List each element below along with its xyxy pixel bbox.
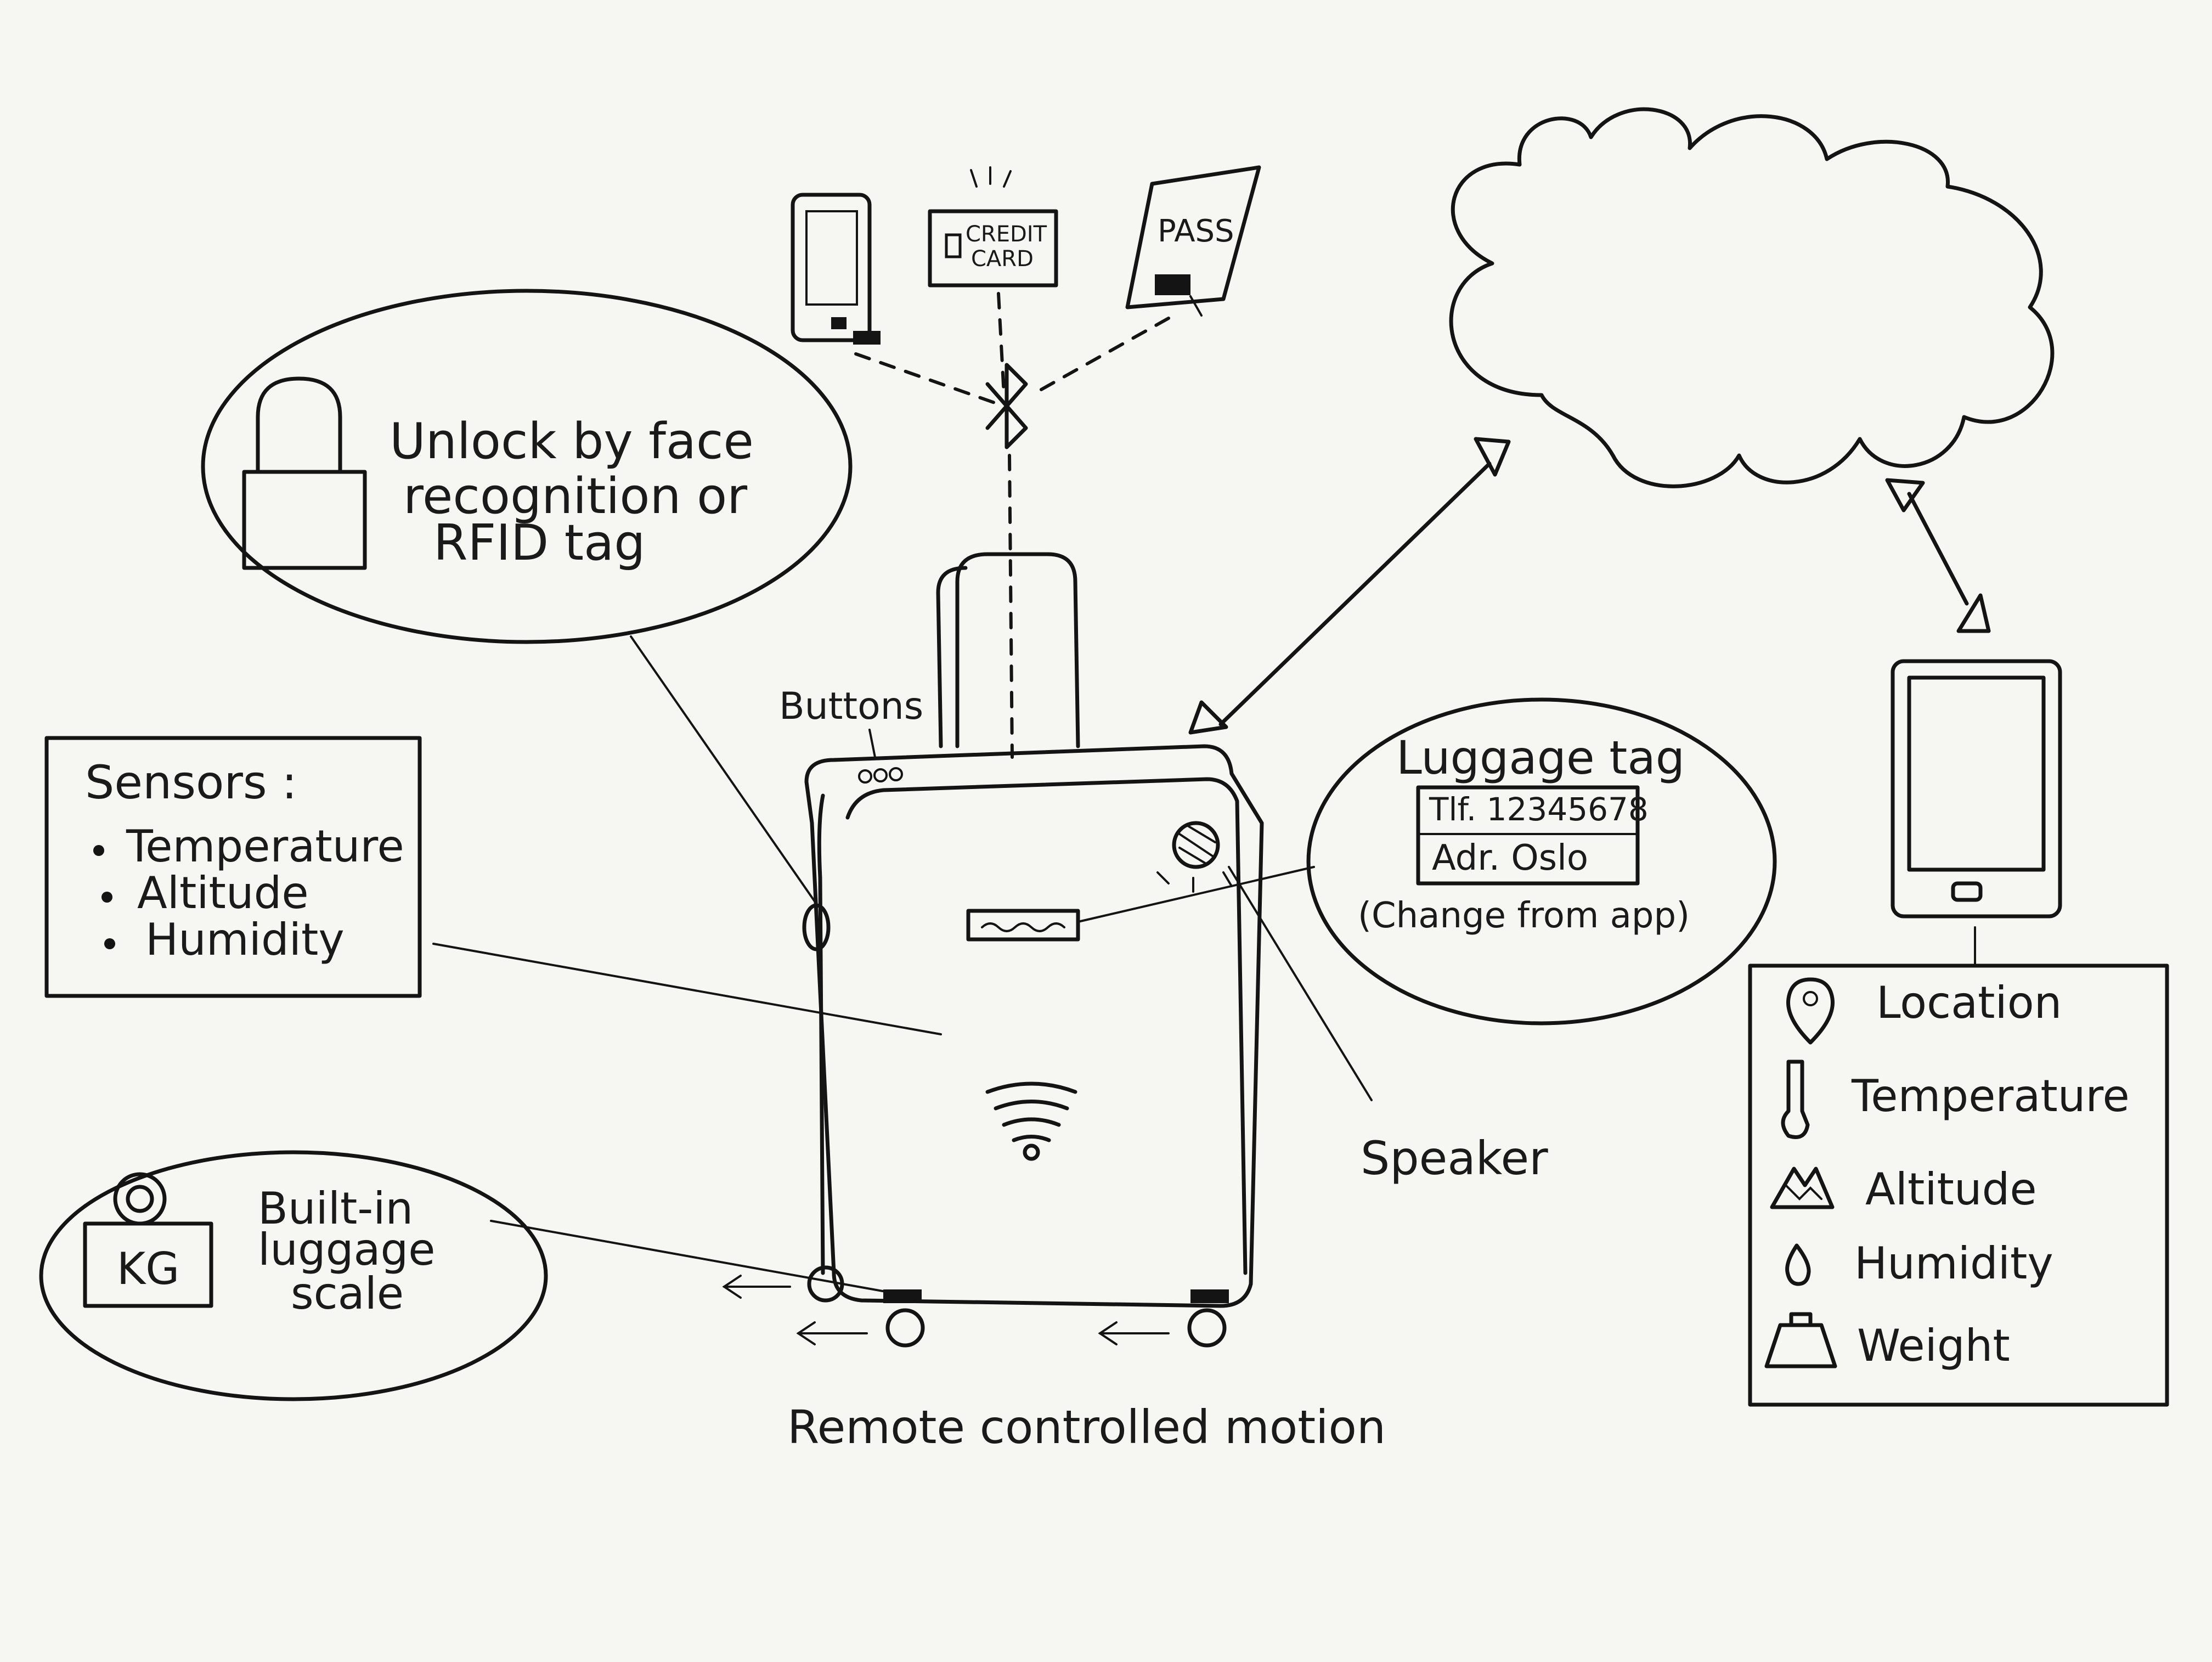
scale-text-line1: Built-in [258, 1183, 413, 1234]
thermometer-icon [1781, 1060, 1810, 1139]
phone-icon [791, 193, 881, 345]
scale-leader-line [490, 1220, 890, 1293]
luggage-tag-card [1416, 785, 1640, 886]
luggage-tag-bubble: Luggage tag Tlf. 12345678 Adr. Oslo (Cha… [1306, 697, 1777, 1026]
bluetooth-icon [985, 363, 1028, 449]
lock-text-line3: RFID tag [433, 514, 645, 572]
bullet-icon [104, 938, 115, 949]
sensor-item-temperature: Temperature [126, 821, 404, 872]
passport-icon: PASS [1125, 165, 1261, 317]
motion-arrow-icon [796, 1321, 868, 1345]
location-pin-icon [1786, 977, 1835, 1045]
luggage-tag-display [966, 909, 1080, 942]
button-icon [873, 768, 888, 782]
app-panel: Location Temperature Altitude Humidity W… [1748, 964, 2169, 1407]
cloud-suitcase-arrow [1188, 437, 1511, 735]
wheel-icon [1187, 1308, 1227, 1348]
weight-kg-icon [83, 1172, 213, 1308]
sensors-leader-line [432, 943, 942, 1035]
scale-bubble-outline [39, 1150, 548, 1401]
credit-card-line1: CREDIT [966, 222, 1047, 247]
speaker-label: Speaker [1361, 1131, 1548, 1185]
cloud-phone-arrow [1885, 478, 1991, 633]
credit-card-line2: CARD [971, 246, 1034, 272]
motion-arrow-icon [1098, 1321, 1170, 1345]
scale-text-line2: luggage [258, 1224, 436, 1275]
button-icon [889, 767, 903, 781]
pass-label: PASS [1158, 213, 1234, 249]
sensors-title: Sensors : [85, 756, 297, 809]
app-item-weight: Weight [1857, 1320, 2010, 1371]
app-item-altitude: Altitude [1865, 1164, 2037, 1215]
credit-card-icon: CREDIT CARD [928, 166, 1058, 288]
lock-leader-line [630, 635, 819, 906]
button-icon [858, 769, 872, 784]
phone-link-line [854, 352, 1006, 408]
kg-label: KG [117, 1243, 179, 1294]
card-link-line [997, 292, 1006, 397]
wifi-icon [985, 1081, 1077, 1161]
buttons-label: Buttons [779, 685, 923, 728]
luggage-tag-bubble-outline [1306, 697, 1777, 1026]
mountain-icon [1770, 1167, 1835, 1209]
wheel-icon [885, 1308, 925, 1348]
app-panel-outline [1748, 964, 2169, 1407]
app-phone-icon [1891, 659, 2062, 919]
speaker-leader-line [1228, 866, 1373, 1101]
luggage-tag-leader-line [1077, 866, 1315, 923]
sensor-item-humidity: Humidity [145, 914, 345, 965]
motion-arrow-icon [722, 1275, 791, 1299]
sensor-item-altitude: Altitude [137, 867, 309, 919]
motion-label: Remote controlled motion [787, 1400, 1386, 1454]
suitcase [802, 552, 1264, 1348]
padlock-icon [242, 376, 367, 570]
wheel-icon [807, 1265, 844, 1303]
sensors-box-outline [44, 736, 422, 998]
droplet-icon [1785, 1243, 1811, 1286]
app-item-location: Location [1876, 977, 2062, 1028]
speaker-icon [1172, 821, 1220, 869]
lock-text-line2: recognition or [403, 467, 747, 525]
side-latch [802, 903, 831, 951]
scale-text-line3: scale [291, 1268, 404, 1319]
pass-link-line [1030, 317, 1170, 397]
lock-bubble: Unlock by face recognition or RFID tag [201, 289, 853, 644]
weight-icon [1764, 1312, 1837, 1368]
buttons-leader-line [868, 729, 876, 758]
luggage-tag-phone: Tlf. 12345678 [1429, 791, 1649, 828]
luggage-tag-address: Adr. Oslo [1432, 838, 1588, 878]
sensors-box: Sensors : Temperature Altitude Humidity [44, 736, 422, 998]
lock-text-line1: Unlock by face [390, 413, 754, 470]
bluetooth-to-luggage-line [1008, 454, 1014, 759]
bullet-icon [101, 892, 112, 903]
luggage-tag-title: Luggage tag [1396, 731, 1685, 785]
bullet-icon [93, 845, 104, 856]
app-item-temperature: Temperature [1851, 1071, 2130, 1122]
luggage-tag-note: (Change from app) [1358, 895, 1690, 936]
lock-bubble-outline [201, 289, 853, 644]
cloud-icon [1449, 107, 2055, 488]
app-item-humidity: Humidity [1854, 1238, 2053, 1289]
scale-bubble: KG Built-in luggage scale [39, 1150, 548, 1401]
